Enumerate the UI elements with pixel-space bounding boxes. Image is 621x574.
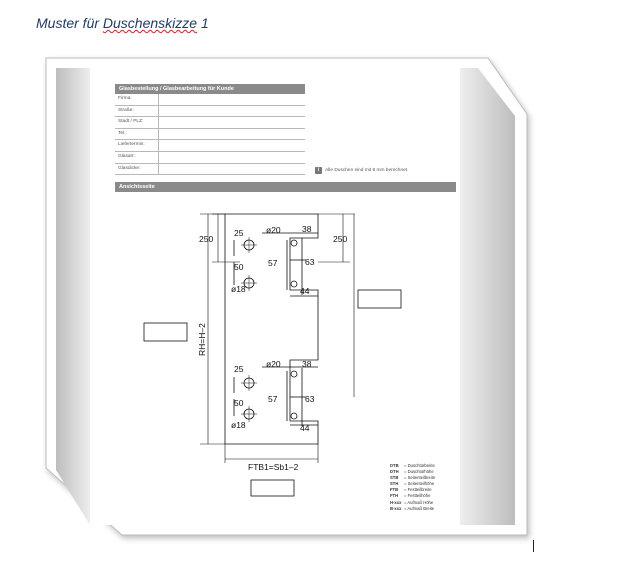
legend-item: B-xxx= Aufmaß Breite [390,506,435,512]
legend-text: = Duschtürhöhe [404,469,434,475]
form-row[interactable]: Straße: [115,105,305,118]
form-label: Straße: [115,105,159,117]
legend-text: = Seitenteilhöhe [404,481,435,487]
legend-item: FTH = Festteilhöhe [390,493,435,499]
legend-text: = Aufmaß Breite [404,505,435,511]
legend-abbr: H-xxx [390,499,402,505]
legend-abbr: B-xxx [390,505,402,511]
entry-box-bottom[interactable] [250,479,295,497]
dimension-labels: 250 250 25 ø20 38 50 57 63 ø18 44 25 ø20… [197,224,347,472]
entry-box-left[interactable] [143,322,188,342]
dim-hole-offset-top: 25 [234,228,244,238]
dim-top-right: 250 [333,234,347,244]
legend-abbr: STB [390,475,399,481]
paper-bevel-left [56,68,90,525]
dim-notch-mid-top: 63 [305,257,315,267]
form-label: Glasdicke: [115,163,159,175]
hinge-top [233,232,318,297]
form-note: i Alle Duschen sind mit 8 mm berechnet. [315,167,408,174]
form-value-field[interactable] [159,140,305,151]
dim-hole-dia-large-bottom: ø20 [266,359,281,369]
abbreviation-legend: DTB = Duschtürbreite DTH = Duschtürhöhe ST… [390,463,435,512]
order-form: Glasbestellung / Glasbearbeitung für Kun… [115,84,305,176]
title-text: Muster für [36,15,103,31]
legend-item: STB = Seitenteilbreite [390,475,435,481]
door-drawing [200,213,355,463]
hinge-bottom [233,366,318,426]
form-label: Firma: [115,94,159,105]
dim-hole-dia-small-top: ø18 [231,284,246,294]
legend-text: = Seitenteilbreite [404,475,436,481]
dim-notch-h-top: 57 [268,258,278,268]
form-label: Stadt / PLZ: [115,117,159,128]
title-number: 1 [197,15,209,31]
form-label: Liefertermin: [115,140,159,151]
form-value-field[interactable] [159,152,305,163]
form-value-field[interactable] [159,129,305,140]
form-row[interactable]: Glasart: [115,151,305,164]
document-title: Muster für Duschenskizze 1 [36,15,209,31]
dim-hole-spacing-bottom: 50 [234,398,244,408]
dim-notch-w-top: 38 [302,224,312,234]
legend-abbr: FTH [390,493,399,499]
form-value-field[interactable] [159,94,305,105]
view-header: Ansichtsseite [115,182,456,192]
form-value-field[interactable] [159,164,305,175]
form-label: Glasart: [115,151,159,163]
dimension-lines [200,213,355,463]
form-row[interactable]: Glasdicke: [115,163,305,176]
paper-bevel-right [460,68,515,525]
legend-abbr: STH [390,481,399,487]
form-label: Tel.: [115,128,159,140]
legend-item: DTH = Duschtürhöhe [390,469,435,475]
form-value-field[interactable] [159,106,305,117]
dim-notch-w-bottom: 38 [302,359,312,369]
form-row[interactable]: Stadt / PLZ: [115,117,305,129]
form-note-text: Alle Duschen sind mit 8 mm berechnet. [325,168,409,173]
legend-text: = Duschtürbreite [404,463,435,468]
order-form-header: Glasbestellung / Glasbearbeitung für Kun… [115,84,305,94]
entry-box-right[interactable] [357,289,402,309]
dim-width-label: FTB1=Sb1–2 [248,462,299,472]
text-cursor [533,540,534,552]
legend-text: = Aufmaß Höhe [404,499,434,505]
legend-item: STH = Seitenteilhöhe [390,481,435,487]
title-misspelled-word: Duschenskizze [102,15,198,31]
legend-abbr: DTH [390,469,399,475]
dim-notch-depth-top: 44 [300,286,310,296]
form-value-field[interactable] [159,117,305,128]
dim-notch-mid-bottom: 63 [305,394,315,404]
dim-hole-dia-small-bottom: ø18 [231,420,246,430]
form-row[interactable]: Liefertermin: [115,140,305,152]
info-icon: i [315,167,322,174]
legend-text: = Festteilbreite [404,487,432,493]
legend-abbr: FTB [390,487,399,493]
legend-item: H-xxx= Aufmaß Höhe [390,500,435,506]
legend-text: = Festteilhöhe [404,493,431,499]
form-row[interactable]: Firma: [115,94,305,106]
legend-item: DTB = Duschtürbreite [390,463,435,469]
dim-hole-dia-large-top: ø20 [266,225,281,235]
legend-item: FTB = Festteilbreite [390,487,435,493]
dim-notch-h-bottom: 57 [268,394,278,404]
form-row[interactable]: Tel.: [115,128,305,141]
dim-hole-spacing-top: 50 [234,262,244,272]
dim-hole-offset-bottom: 25 [234,364,244,374]
dim-top-left: 250 [199,234,213,244]
dim-notch-depth-bottom: 44 [300,423,310,433]
dim-height-label: RH=H–2 [197,323,207,356]
legend-abbr: DTB [390,463,399,468]
